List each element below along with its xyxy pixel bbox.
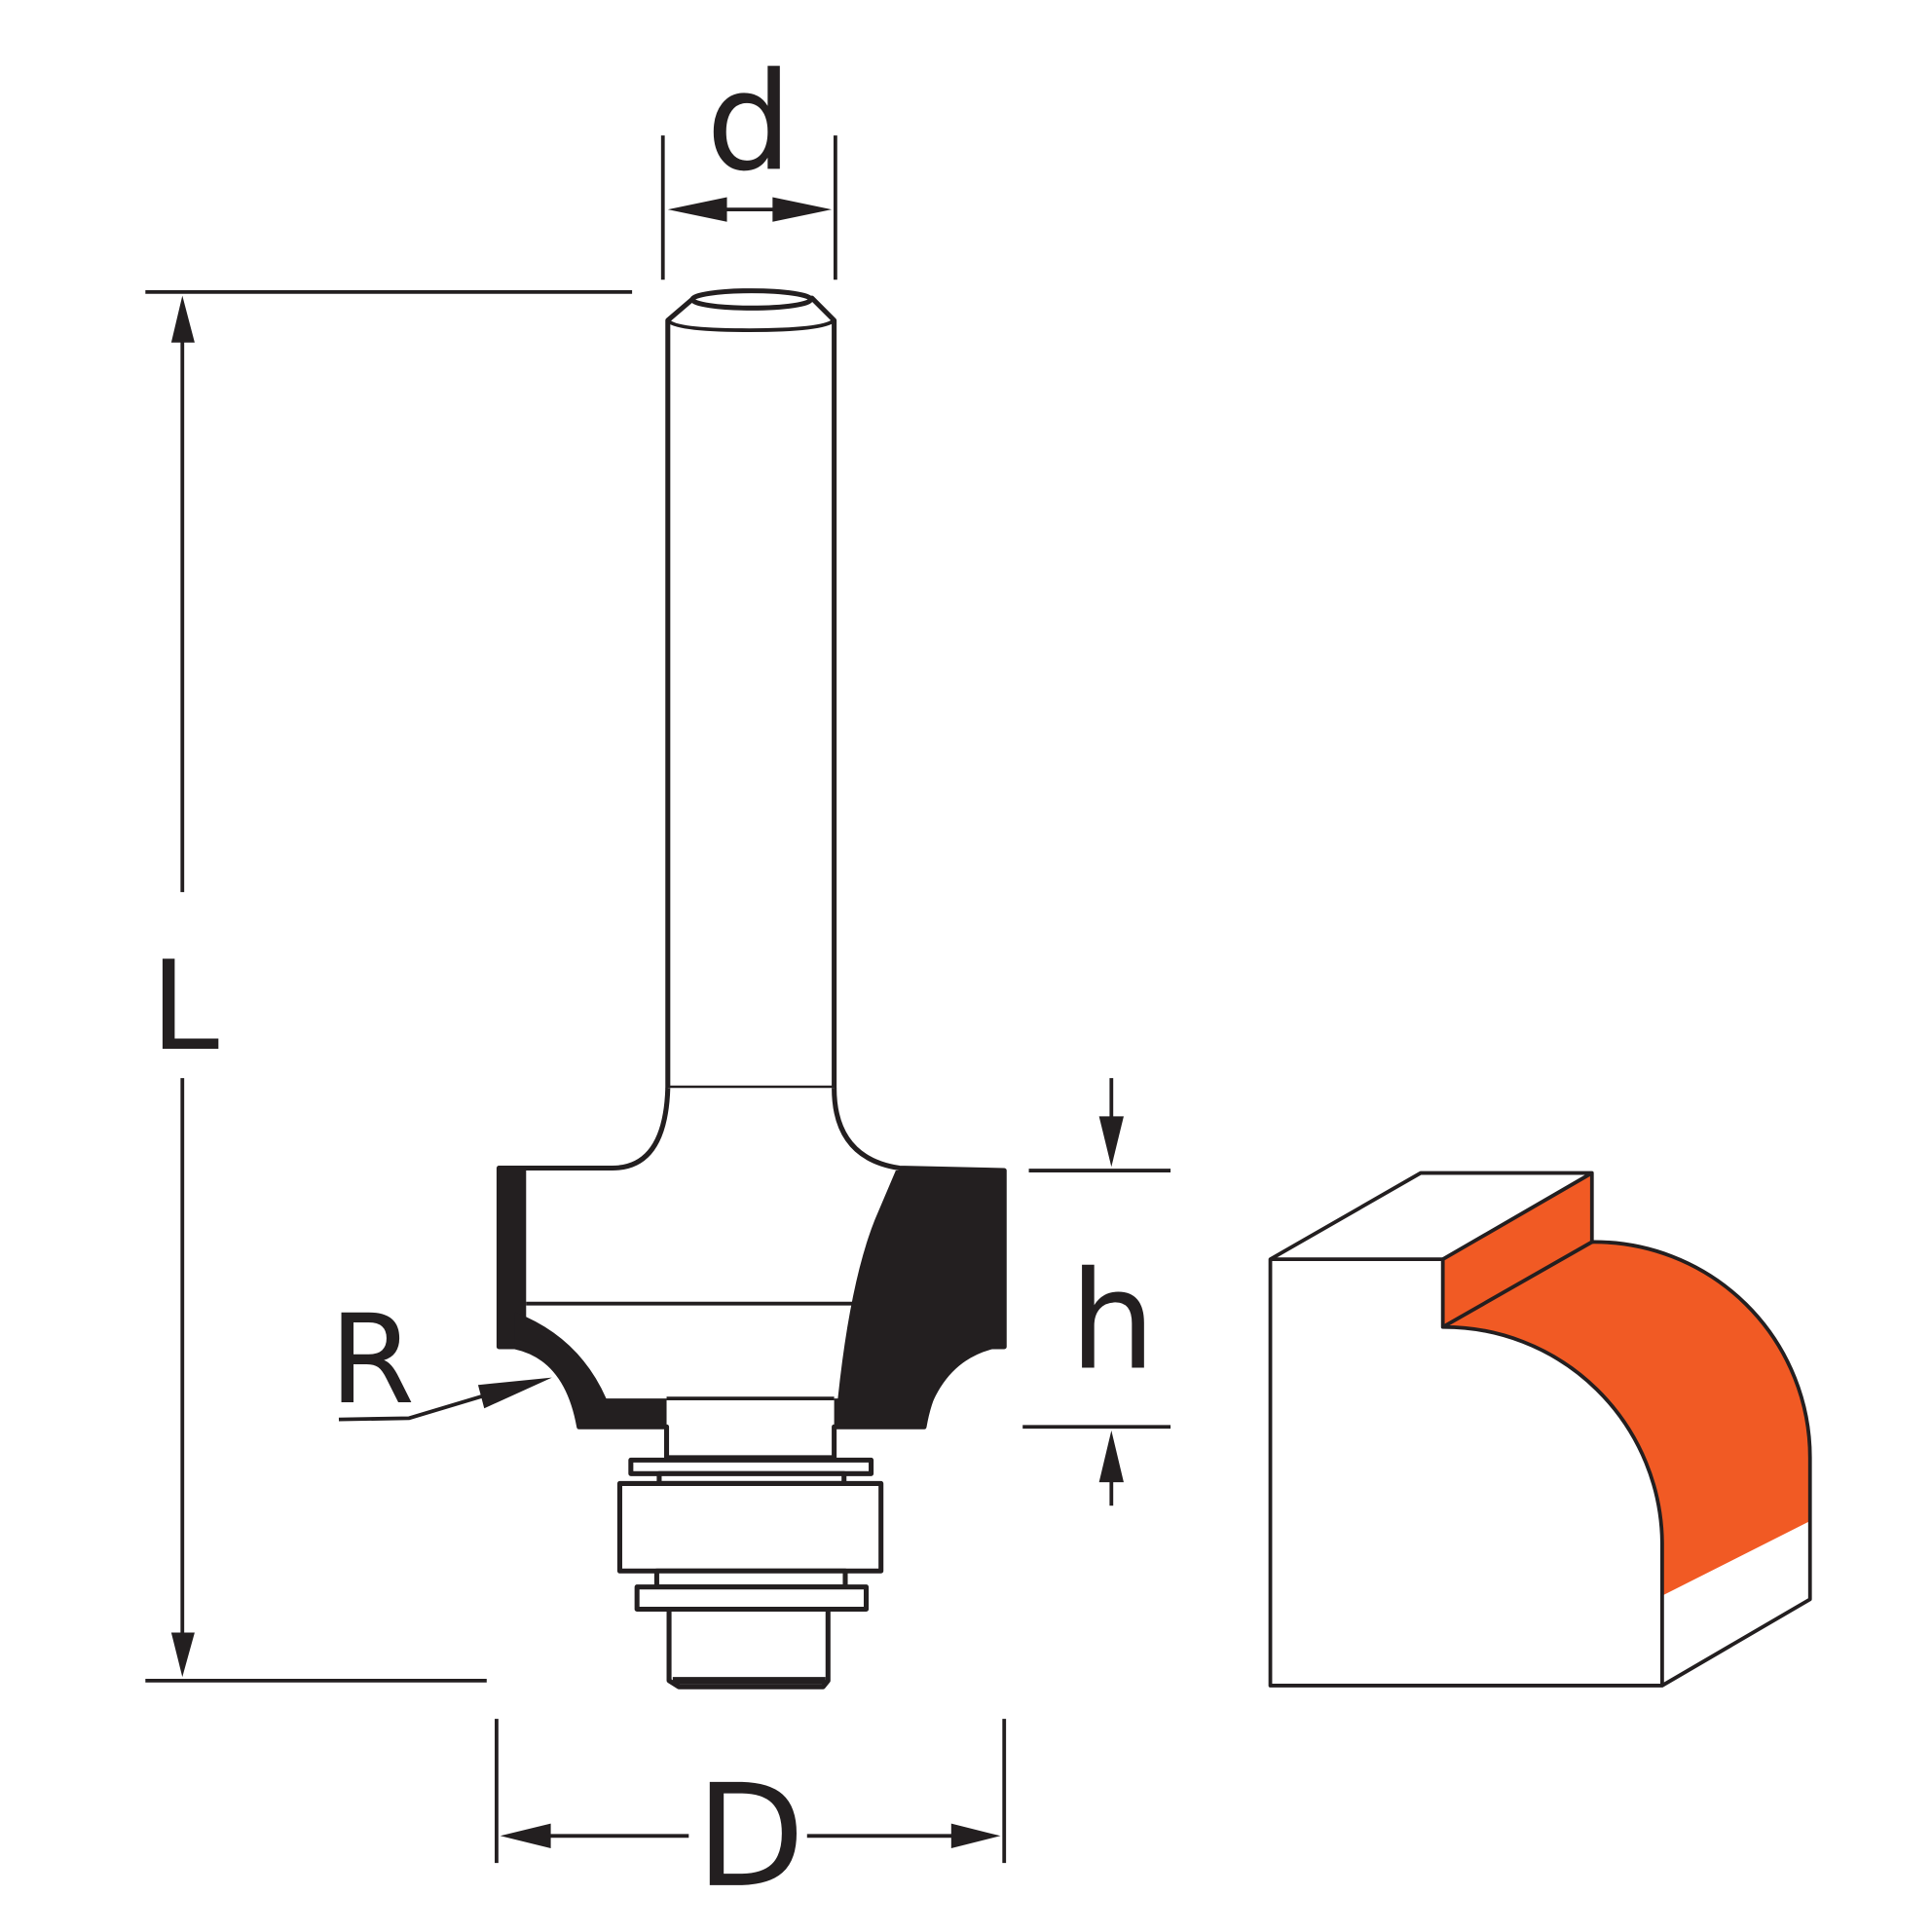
label-h: h — [1069, 1242, 1155, 1399]
dimension-R: R — [329, 1288, 552, 1431]
label-L: L — [151, 935, 220, 1078]
label-d: d — [706, 43, 792, 201]
dimension-d: d — [660, 43, 837, 280]
dimension-L: L — [145, 289, 633, 1683]
workpiece-profile — [1268, 1170, 1812, 1688]
router-bit — [496, 288, 1007, 1690]
dimension-D: D — [495, 1719, 1007, 1919]
label-D: D — [696, 1755, 805, 1919]
dimension-h: h — [1022, 1078, 1171, 1506]
label-R: R — [329, 1288, 415, 1431]
